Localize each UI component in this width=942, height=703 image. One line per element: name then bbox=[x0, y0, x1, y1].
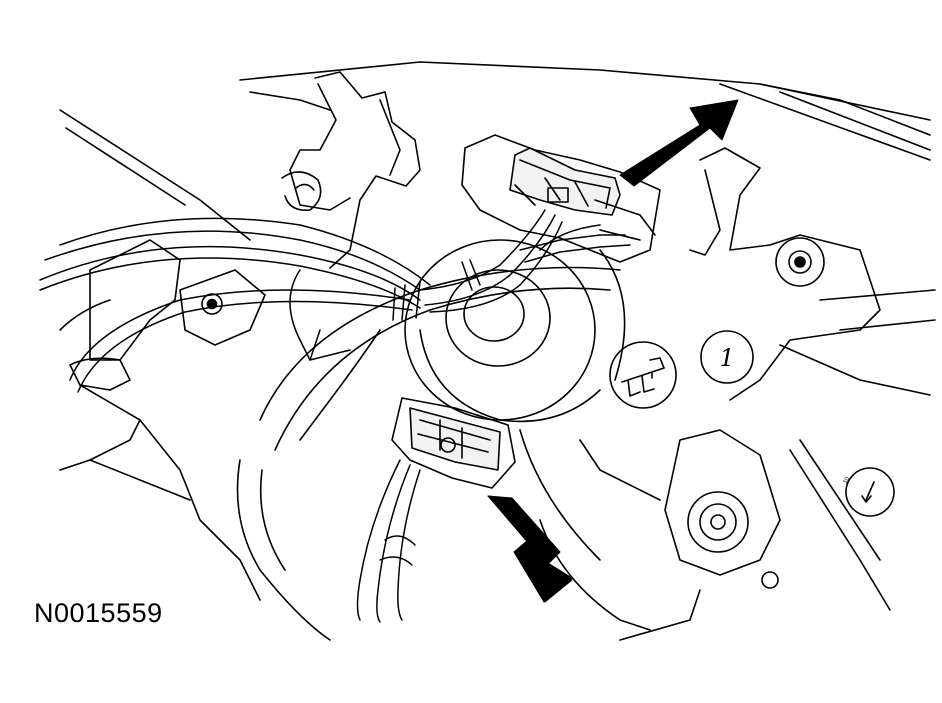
right-bolt-bracket bbox=[689, 147, 936, 401]
lower-bolt-boss bbox=[579, 429, 891, 641]
left-mount-plate bbox=[59, 239, 266, 601]
upper-electrical-connector bbox=[461, 134, 661, 263]
lower-electrical-connector bbox=[391, 397, 516, 489]
gauge-mark: 10 bbox=[843, 476, 852, 485]
gauge-dial bbox=[845, 467, 895, 517]
arrow-icon bbox=[619, 99, 739, 187]
left-bracket bbox=[59, 71, 421, 269]
callout-number: 1 bbox=[719, 344, 734, 372]
steering-hub bbox=[299, 224, 626, 441]
arrow-icon bbox=[487, 495, 573, 603]
connector-icon bbox=[609, 341, 677, 409]
wiring-harness bbox=[39, 209, 631, 623]
upper-trim-panel bbox=[239, 61, 931, 161]
figure-id: N0015559 bbox=[34, 598, 163, 628]
callout-1: 1 bbox=[700, 330, 754, 384]
